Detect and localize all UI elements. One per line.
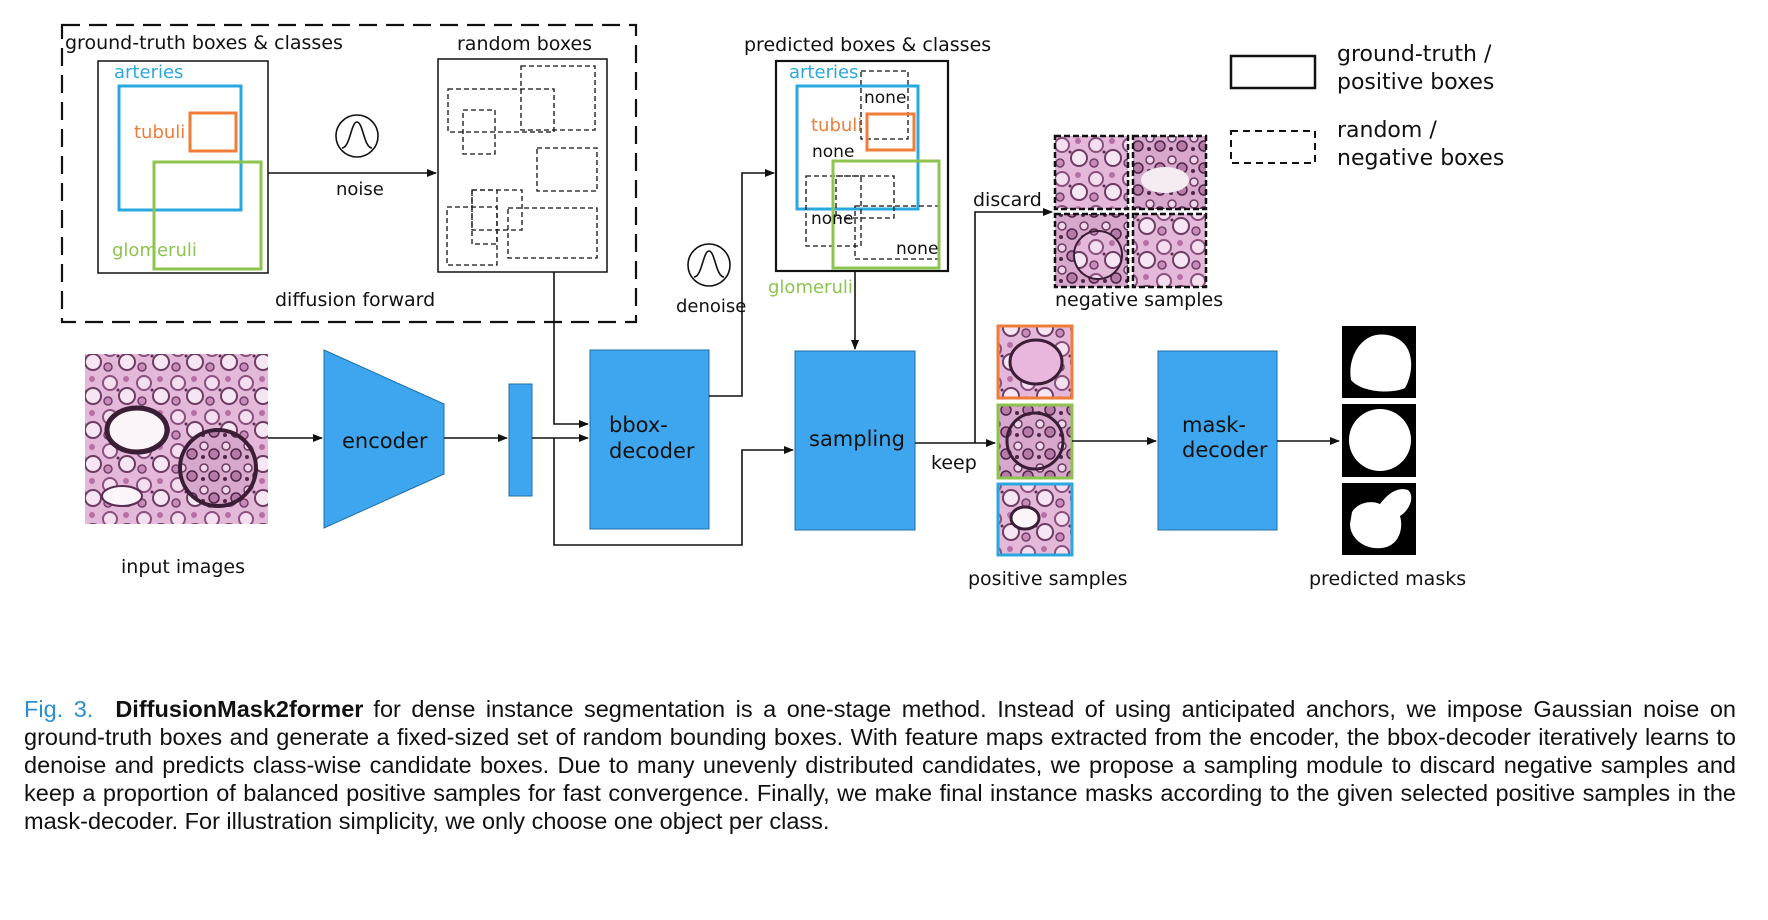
bbox-decoder-label-2: decoder [609,439,695,463]
gt-box-glomeruli [152,160,263,271]
legend-dashed-line2: negative boxes [1337,146,1504,171]
pred-box-none-3 [835,175,895,219]
diffusion-forward-label: diffusion forward [275,289,435,311]
sampling-block [794,350,916,531]
keep-label: keep [931,452,977,474]
bbox-decoder-block [589,349,710,530]
predicted-masks-label: predicted masks [1309,568,1466,590]
input-image [85,354,268,524]
mask-decoder-label-2: decoder [1182,438,1268,462]
pred-label-tubuli: tubuli [811,115,862,136]
legend-dashed-line1: random / [1337,118,1437,143]
gt-label-glomeruli: glomeruli [112,240,197,261]
gt-boxes-title: ground-truth boxes & classes [65,32,343,54]
gt-label-tubuli: tubuli [134,122,185,143]
pred-label-none-3: none [811,209,853,229]
diagram-canvas: ground-truth boxes & classes arteries tu… [60,23,1504,590]
noise-label: noise [336,179,384,200]
negative-samples-label: negative samples [1055,289,1223,311]
mask-decoder-block [1157,350,1278,531]
diffusion-forward-panel [60,23,638,324]
pred-box-glomeruli [831,159,941,270]
pred-label-none-1: none [864,88,906,108]
positive-samples-stack [996,324,1074,557]
gaussian-curve-icon [335,114,379,158]
gt-label-arteries: arteries [114,62,183,83]
gaussian-curve-icon [687,243,731,287]
input-images-label: input images [121,556,245,578]
predicted-boxes-title: predicted boxes & classes [744,34,991,56]
pred-box-tubuli [865,112,916,152]
pred-box-arteries [795,84,920,211]
mask-decoder-label-1: mask- [1182,413,1246,437]
pred-box-none-1 [860,70,909,140]
legend-solid-line2: positive boxes [1337,70,1494,95]
pred-label-none-2: none [812,142,854,162]
arrow-bbox-decoder-to-predicted [709,169,775,397]
pred-label-arteries: arteries [789,62,858,83]
method-name: DiffusionMask2former [115,696,364,722]
random-box-set [446,65,598,266]
arrow-features-to-sampling [553,438,794,546]
caption-text: for dense instance segmentation is a one… [24,696,1736,834]
bbox-decoder-label-1: bbox- [609,413,668,437]
discard-label: discard [973,189,1042,211]
predicted-masks-stack [1342,326,1416,555]
positive-samples-label: positive samples [968,568,1128,590]
sampling-label: sampling [809,427,905,451]
denoise-label: denoise [676,296,746,317]
legend-dashed-swatch [1230,130,1316,164]
legend: ground-truth / positive boxes random / n… [1229,42,1504,171]
random-boxes-title: random boxes [457,33,592,55]
encoder-block [323,349,445,529]
pred-label-glomeruli: glomeruli [768,277,853,298]
pred-label-none-4: none [896,239,938,259]
arrow-sampling-discard [974,208,1053,443]
pred-box-none-4 [854,205,940,260]
encoder-label: encoder [342,429,428,453]
figure-number: Fig. 3. [24,696,94,722]
feature-map-block [508,383,533,497]
arrow-random-boxes-to-bbox-decoder [553,272,589,428]
gt-box-arteries [117,84,243,212]
legend-solid-swatch [1229,54,1317,90]
negative-samples-grid [1053,134,1208,289]
legend-solid-line1: ground-truth / [1337,42,1492,67]
random-boxes-frame [437,58,608,273]
gt-box-tubuli [188,111,238,153]
